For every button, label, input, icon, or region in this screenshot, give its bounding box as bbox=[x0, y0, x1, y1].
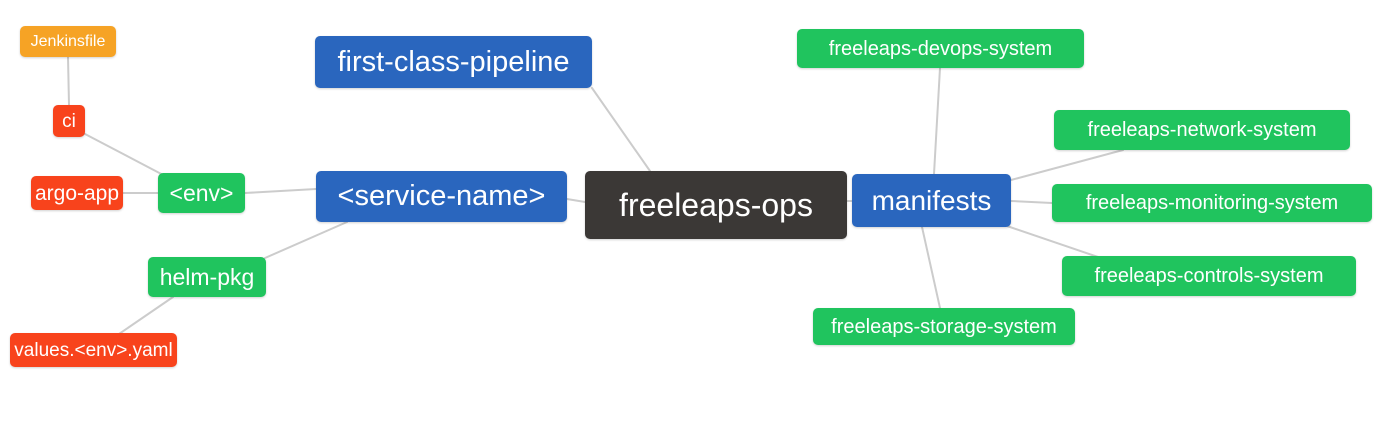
node-controls-system[interactable]: freeleaps-controls-system bbox=[1062, 256, 1356, 296]
edge-manifests-to-storage-system bbox=[921, 226, 941, 309]
edge-manifests-to-network-system bbox=[1010, 149, 1124, 181]
edge-devops-system-to-manifests bbox=[933, 67, 941, 175]
edge-helm-pkg-to-values-env-yaml bbox=[118, 296, 174, 335]
node-values-env-yaml[interactable]: values.<env>.yaml bbox=[10, 333, 177, 367]
node-argo-app[interactable]: argo-app bbox=[31, 176, 123, 210]
edge-first-class-pipeline-to-freeleaps-ops bbox=[591, 87, 651, 172]
node-storage-system[interactable]: freeleaps-storage-system bbox=[813, 308, 1075, 345]
edge-jenkinsfile-to-ci bbox=[67, 56, 70, 106]
edge-env-to-service-name bbox=[244, 188, 317, 194]
edge-manifests-to-monitoring-system bbox=[1010, 200, 1053, 204]
node-helm-pkg[interactable]: helm-pkg bbox=[148, 257, 266, 297]
node-ci[interactable]: ci bbox=[53, 105, 85, 137]
node-manifests[interactable]: manifests bbox=[852, 174, 1011, 227]
node-devops-system[interactable]: freeleaps-devops-system bbox=[797, 29, 1084, 68]
edge-service-name-to-helm-pkg bbox=[264, 221, 348, 259]
node-network-system[interactable]: freeleaps-network-system bbox=[1054, 110, 1350, 150]
node-jenkinsfile[interactable]: Jenkinsfile bbox=[20, 26, 116, 57]
node-monitoring-system[interactable]: freeleaps-monitoring-system bbox=[1052, 184, 1372, 222]
edge-manifests-to-controls-system bbox=[1006, 225, 1099, 258]
node-first-class-pipeline[interactable]: first-class-pipeline bbox=[315, 36, 592, 88]
node-freeleaps-ops[interactable]: freeleaps-ops bbox=[585, 171, 847, 239]
edge-ci-to-env bbox=[84, 133, 168, 178]
node-env[interactable]: <env> bbox=[158, 173, 245, 213]
node-service-name[interactable]: <service-name> bbox=[316, 171, 567, 222]
edge-service-name-to-freeleaps-ops bbox=[566, 198, 586, 203]
